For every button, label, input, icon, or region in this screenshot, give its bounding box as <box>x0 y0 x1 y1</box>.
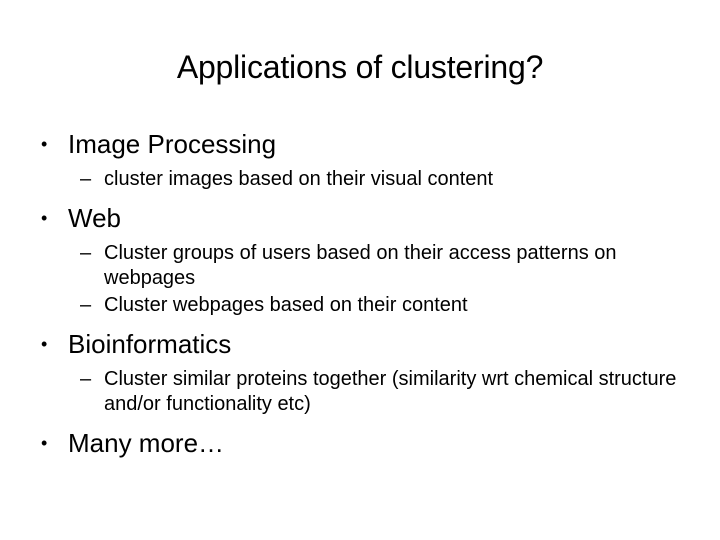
sub-bullet-item: – cluster images based on their visual c… <box>36 167 684 192</box>
slide-body: • Image Processing – cluster images base… <box>36 128 684 459</box>
page-title: Applications of clustering? <box>176 49 544 85</box>
sub-bullet-item: – Cluster webpages based on their conten… <box>36 293 684 318</box>
bullet-label: Bioinformatics <box>68 329 232 359</box>
dash-icon: – <box>80 368 92 390</box>
sub-bullet-label: cluster images based on their visual con… <box>104 168 494 190</box>
bullet-label: Web <box>68 203 121 233</box>
bullet-dot-icon: • <box>41 433 48 453</box>
bullet-label: Image Processing <box>68 129 277 159</box>
bullet-item-image-processing: • Image Processing <box>36 128 684 160</box>
sub-bullet-label: Cluster groups of users based on their a… <box>104 242 617 289</box>
bullet-label: Many more… <box>68 428 225 458</box>
bullet-item-web: • Web <box>36 202 684 234</box>
sub-bullet-item: – Cluster similar proteins together (sim… <box>36 367 684 417</box>
dash-icon: – <box>80 168 92 190</box>
sub-bullet-label: Cluster similar proteins together (simil… <box>104 368 677 415</box>
bullet-dot-icon: • <box>41 334 48 354</box>
sub-bullet-item: – Cluster groups of users based on their… <box>36 241 704 291</box>
bullet-dot-icon: • <box>41 134 48 154</box>
bullet-item-many-more: • Many more… <box>36 427 684 459</box>
sub-bullet-label: Cluster webpages based on their content <box>104 294 468 316</box>
dash-icon: – <box>80 242 92 264</box>
bullet-item-bioinformatics: • Bioinformatics <box>36 328 684 360</box>
dash-icon: – <box>80 294 92 316</box>
bullet-dot-icon: • <box>41 208 48 228</box>
